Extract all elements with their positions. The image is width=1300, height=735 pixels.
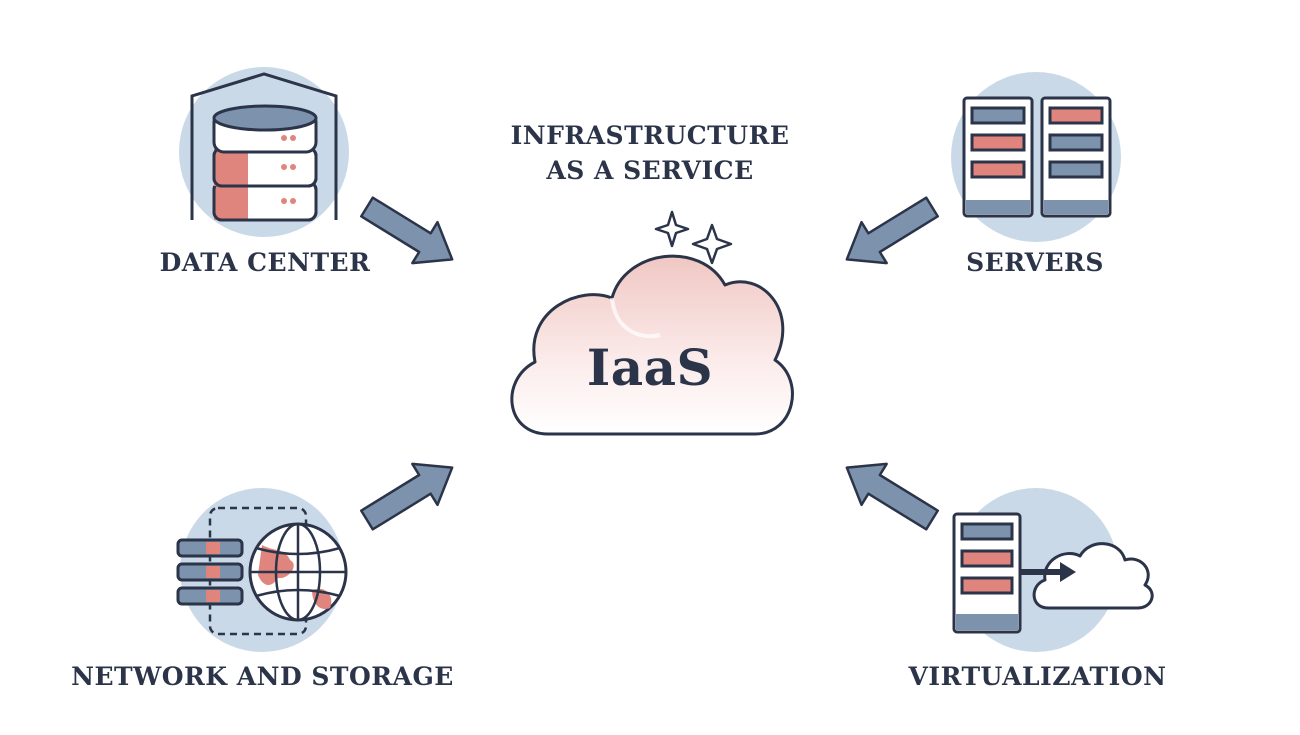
network-storage-icon (176, 488, 348, 652)
data-center-icon (179, 67, 349, 237)
arrow-servers-to-iaas (845, 196, 940, 265)
virtualization-label: VIRTUALIZATION (908, 662, 1167, 691)
title-line-1: INFRASTRUCTURE (510, 121, 790, 150)
virtualization-icon (952, 488, 1154, 652)
iaas-label: IaaS (586, 338, 714, 397)
diagram-title: INFRASTRUCTURE AS A SERVICE (500, 118, 800, 188)
servers-icon (951, 72, 1121, 242)
iaas-cloud-icon (510, 254, 794, 436)
sparkle-icon (654, 210, 733, 265)
network-storage-label: NETWORK AND STORAGE (71, 662, 454, 691)
arrow-virtualization-to-iaas (845, 462, 940, 531)
servers-label: SERVERS (966, 248, 1104, 277)
title-line-2: AS A SERVICE (546, 156, 754, 185)
arrow-network-storage-to-iaas (359, 462, 454, 531)
data-center-label: DATA CENTER (159, 248, 371, 277)
arrow-data-center-to-iaas (359, 196, 454, 265)
